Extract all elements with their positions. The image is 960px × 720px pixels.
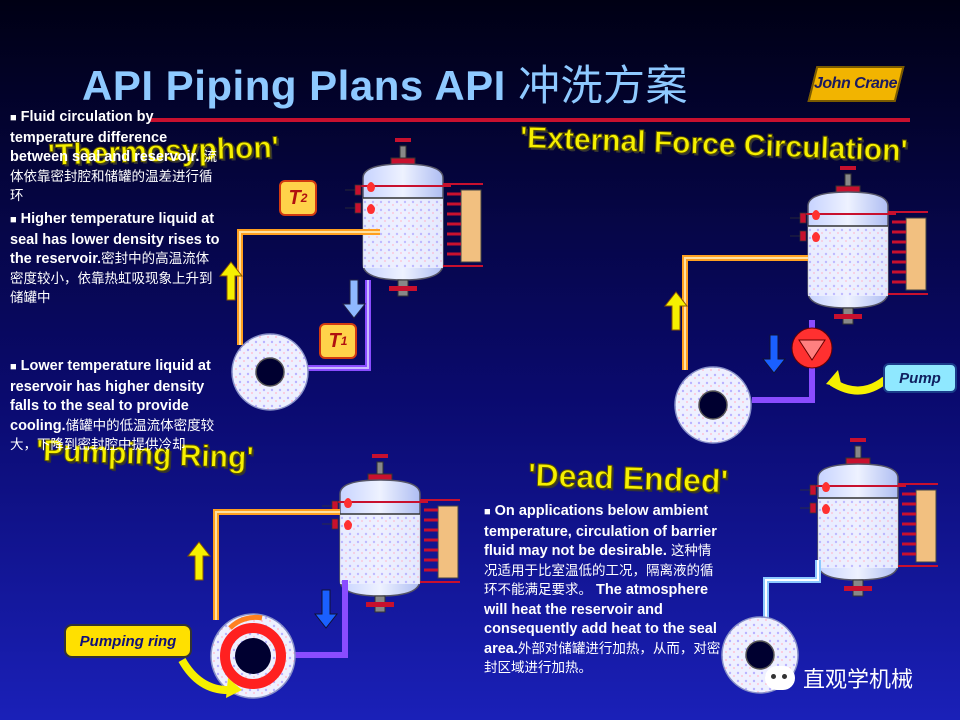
page-title: API Piping Plans API 冲洗方案 bbox=[82, 52, 688, 113]
bullet-fluid-circulation: ■Fluid circulation by temperature differ… bbox=[10, 109, 217, 204]
external-force-diagram bbox=[663, 164, 930, 444]
title-en: API Piping Plans API bbox=[82, 62, 519, 109]
bullet-higher-temperature: ■Higher temperature liquid at seal has l… bbox=[10, 211, 220, 306]
bullet-square-icon: ■ bbox=[484, 506, 491, 518]
bullet-square-icon: ■ bbox=[10, 112, 17, 124]
title-cn: 冲洗方案 bbox=[518, 61, 689, 110]
title-divider bbox=[150, 118, 910, 122]
bullet-dead-ended: ■On applications below ambient temperatu… bbox=[484, 503, 721, 676]
pumping-ring-label: Pumping ring bbox=[64, 624, 192, 658]
thermosyphon-diagram bbox=[218, 136, 485, 411]
dead-ended-diagram bbox=[721, 436, 940, 694]
watermark-text: 直观学机械 bbox=[803, 668, 914, 693]
bullet-lower-temperature: ■Lower temperature liquid at reservoir h… bbox=[10, 358, 215, 453]
watermark: 直观学机械 bbox=[765, 662, 913, 694]
pumping-ring-diagram bbox=[178, 452, 462, 699]
wechat-icon bbox=[765, 666, 795, 690]
pump-label: Pump bbox=[883, 363, 957, 393]
heading-dead-ended: 'Dead Ended' bbox=[527, 456, 729, 500]
bullet-square-icon: ■ bbox=[10, 214, 17, 226]
bullet-square-icon: ■ bbox=[10, 361, 17, 373]
